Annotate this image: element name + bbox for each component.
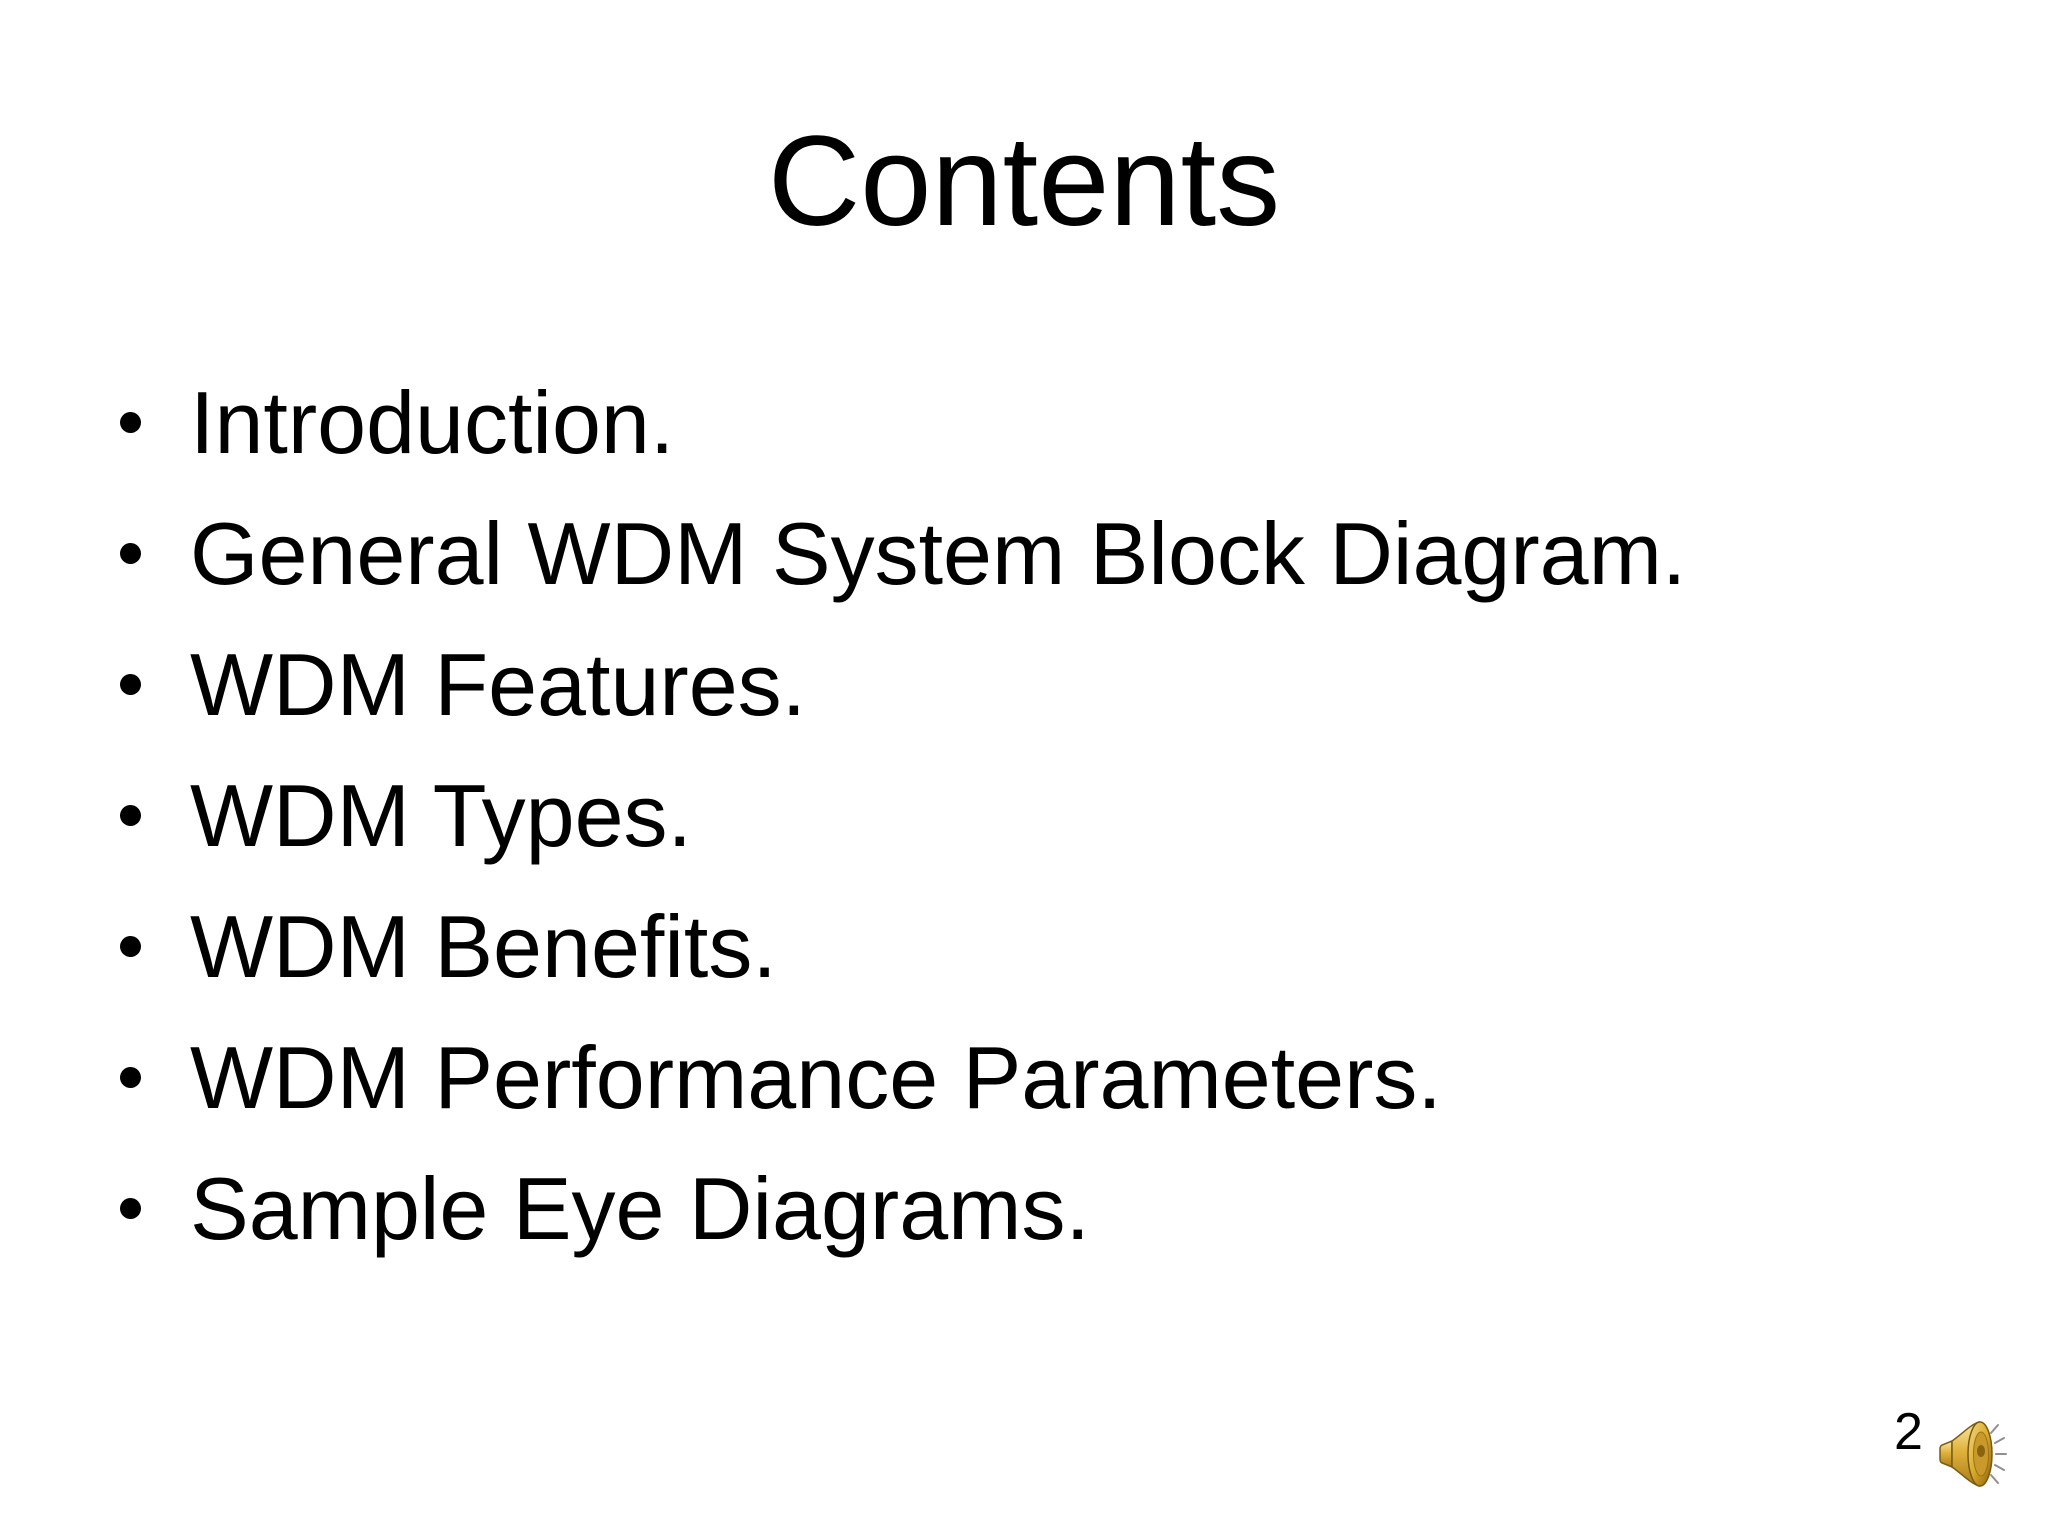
bullet-text: Introduction.	[190, 372, 675, 472]
bullet-list: Introduction. General WDM System Block D…	[120, 357, 2008, 1274]
sound-rays-icon	[1990, 1424, 2007, 1484]
bullet-text: WDM Features.	[190, 634, 807, 734]
list-item: General WDM System Block Diagram.	[120, 488, 2008, 619]
bullet-dot-icon	[120, 805, 141, 826]
speaker-icon[interactable]	[1934, 1416, 2010, 1492]
bullet-dot-icon	[120, 543, 141, 564]
bullet-dot-icon	[120, 1198, 141, 1219]
bullet-dot-icon	[120, 936, 141, 957]
slide-title: Contents	[767, 110, 1281, 253]
list-item: Sample Eye Diagrams.	[120, 1143, 2008, 1274]
list-item: WDM Features.	[120, 619, 2008, 750]
list-item: WDM Types.	[120, 750, 2008, 881]
bullet-dot-icon	[120, 412, 141, 433]
bullet-text: WDM Benefits.	[190, 896, 777, 996]
list-item: WDM Benefits.	[120, 881, 2008, 1012]
bullet-text: WDM Types.	[190, 765, 693, 865]
bullet-dot-icon	[120, 1067, 141, 1088]
bullet-text: WDM Performance Parameters.	[190, 1027, 1442, 1127]
bullet-text: General WDM System Block Diagram.	[190, 503, 1687, 603]
list-item: WDM Performance Parameters.	[120, 1012, 2008, 1143]
bullet-text: Sample Eye Diagrams.	[190, 1158, 1090, 1258]
slide-number: 2	[1894, 1403, 1923, 1461]
bullet-dot-icon	[120, 674, 141, 695]
list-item: Introduction.	[120, 357, 2008, 488]
